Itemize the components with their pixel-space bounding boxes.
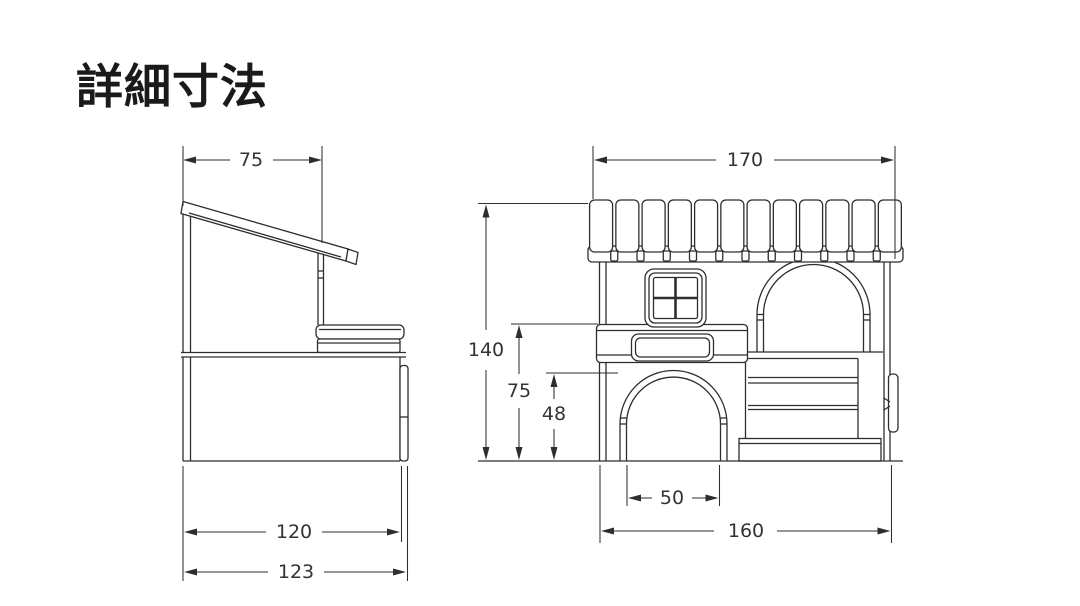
dim-label-front-door-height: 48 bbox=[542, 403, 566, 425]
dim-label-front-base-width: 160 bbox=[728, 520, 764, 542]
page-title: 詳細寸法 bbox=[76, 60, 268, 115]
front-steps bbox=[738, 351, 883, 462]
front-view: 170 140 75 bbox=[468, 146, 904, 543]
side-right-panel bbox=[399, 364, 409, 462]
front-plaque bbox=[630, 333, 715, 362]
dim-front-overall-height: 140 bbox=[468, 202, 588, 460]
dim-label-front-door-width: 50 bbox=[660, 487, 684, 509]
dim-front-door-height: 48 bbox=[542, 372, 618, 460]
dim-side-base-depth: 120 bbox=[182, 466, 403, 581]
dim-side-overall-depth: 123 bbox=[184, 466, 409, 583]
side-bench bbox=[315, 324, 405, 354]
dim-label-front-overall-height: 140 bbox=[468, 339, 504, 361]
dim-label-front-roof-width: 170 bbox=[727, 149, 763, 171]
dim-side-roof-depth: 75 bbox=[182, 146, 323, 243]
dim-label-side-roof-depth: 75 bbox=[239, 149, 263, 171]
dim-front-roof-width: 170 bbox=[592, 146, 896, 259]
dim-front-wall-height: 75 bbox=[507, 323, 598, 460]
side-left-wall bbox=[182, 213, 192, 353]
dim-label-side-base-depth: 120 bbox=[276, 521, 312, 543]
side-view: 75 120 123 bbox=[180, 146, 409, 583]
dim-label-front-wall-height: 75 bbox=[507, 380, 531, 402]
side-base-box bbox=[181, 351, 406, 462]
dim-front-door-width: 50 bbox=[626, 465, 721, 509]
side-roof-panel bbox=[180, 200, 359, 266]
front-roof bbox=[587, 199, 904, 263]
side-back-post bbox=[317, 253, 325, 325]
front-door-arch bbox=[619, 369, 728, 461]
front-large-arch bbox=[756, 257, 871, 352]
dim-label-side-overall-depth: 123 bbox=[278, 561, 314, 583]
front-window bbox=[644, 268, 707, 328]
dim-front-base-width: 160 bbox=[599, 465, 893, 543]
front-side-handle bbox=[883, 373, 899, 433]
